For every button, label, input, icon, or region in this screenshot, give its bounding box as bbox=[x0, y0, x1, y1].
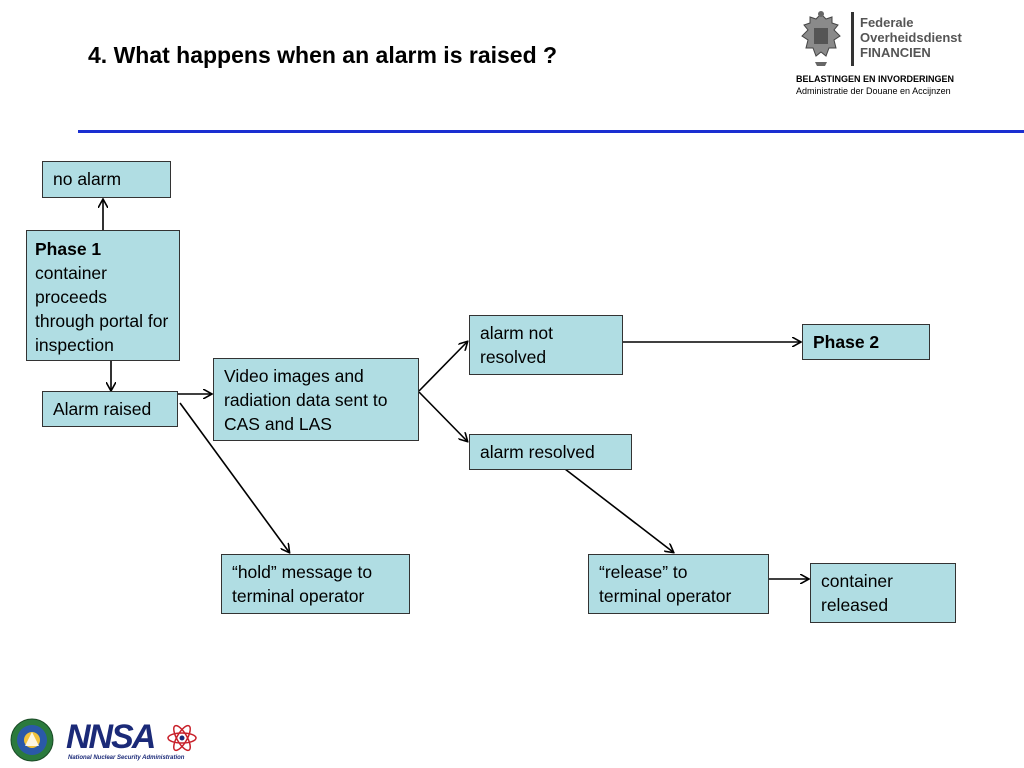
logo-line-1: Federale bbox=[860, 15, 914, 30]
node-hold-message: “hold” message to terminal operator bbox=[221, 554, 410, 614]
atom-icon bbox=[167, 724, 197, 752]
arrow-video-to-not-resolved bbox=[418, 342, 467, 392]
belgian-crest-icon bbox=[801, 11, 841, 66]
node-container-released: container released bbox=[810, 563, 956, 623]
node-video-data: Video images and radiation data sent to … bbox=[213, 358, 419, 441]
nnsa-logo: NNSA National Nuclear Security Administr… bbox=[66, 720, 202, 764]
phase1-title: Phase 1 bbox=[35, 239, 102, 259]
node-phase1: Phase 1 container proceeds through porta… bbox=[26, 230, 180, 361]
node-alarm-raised: Alarm raised bbox=[42, 391, 178, 427]
nnsa-wordmark: NNSA bbox=[66, 718, 156, 756]
node-alarm-not-resolved: alarm not resolved bbox=[469, 315, 623, 375]
slide-title: 4. What happens when an alarm is raised … bbox=[88, 42, 558, 68]
arrow-alarm-to-hold bbox=[179, 402, 289, 552]
logo-line-2: Overheidsdienst bbox=[860, 30, 962, 45]
node-release: “release” to terminal operator bbox=[588, 554, 769, 614]
phase1-text: container proceeds through portal for in… bbox=[35, 263, 169, 355]
doe-seal-icon bbox=[10, 718, 54, 762]
arrow-video-to-resolved bbox=[418, 391, 467, 441]
title-rule bbox=[78, 130, 1024, 133]
fod-financien-logo: Federale Overheidsdienst FINANCIEN BELAS… bbox=[794, 8, 1004, 100]
nnsa-caption: National Nuclear Security Administration bbox=[68, 755, 185, 761]
arrow-resolved-to-release bbox=[564, 468, 673, 552]
logo-subtitle-bold: BELASTINGEN EN INVORDERINGEN bbox=[796, 74, 955, 84]
node-no-alarm: no alarm bbox=[42, 161, 171, 198]
logo-subtitle: Administratie der Douane en Accijnzen bbox=[796, 86, 951, 96]
logo-divider bbox=[851, 12, 854, 66]
node-alarm-resolved: alarm resolved bbox=[469, 434, 632, 470]
node-phase2: Phase 2 bbox=[802, 324, 930, 360]
logo-line-3: FINANCIEN bbox=[860, 45, 931, 60]
logo-wordmark: Federale Overheidsdienst FINANCIEN bbox=[860, 15, 962, 60]
